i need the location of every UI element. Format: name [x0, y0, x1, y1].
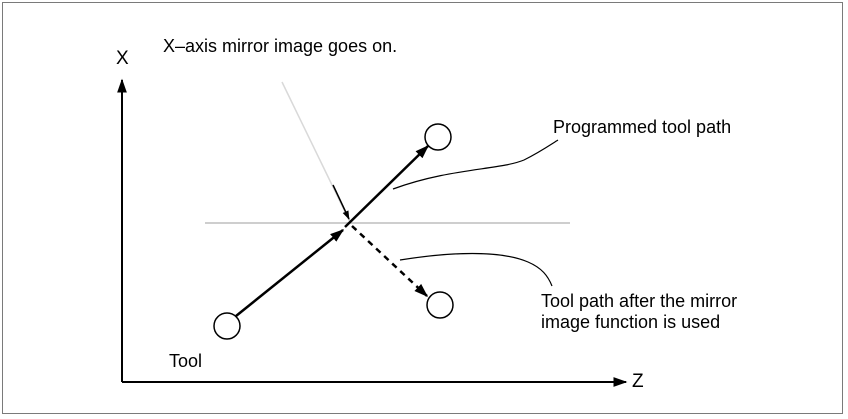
- programmed-path-upper: [344, 145, 430, 228]
- z-axis-label: Z: [632, 371, 644, 392]
- title-pointer-line-tip: [332, 184, 350, 220]
- mirrored-path-leader: [399, 252, 553, 287]
- programmed-path-label: Programmed tool path: [553, 117, 732, 137]
- mirrored-path: [351, 225, 429, 297]
- mirrored-end-circle: [426, 291, 454, 319]
- mirrored-path-label-line1: Tool path after the mirror: [541, 291, 738, 311]
- diagram-frame: [2, 2, 843, 414]
- mirrored-path-label: Tool path after the mirror image functio…: [541, 291, 737, 333]
- programmed-end-circle: [424, 123, 452, 151]
- tool-start-circle: [213, 312, 241, 340]
- mirrored-path-label-line2: image function is used: [541, 312, 721, 332]
- programmed-path-leader: [392, 139, 559, 190]
- x-axis-label: X: [116, 48, 129, 69]
- diagram-title: X–axis mirror image goes on.: [163, 36, 398, 56]
- tool-label: Tool: [169, 351, 203, 371]
- programmed-path-lower: [235, 229, 345, 317]
